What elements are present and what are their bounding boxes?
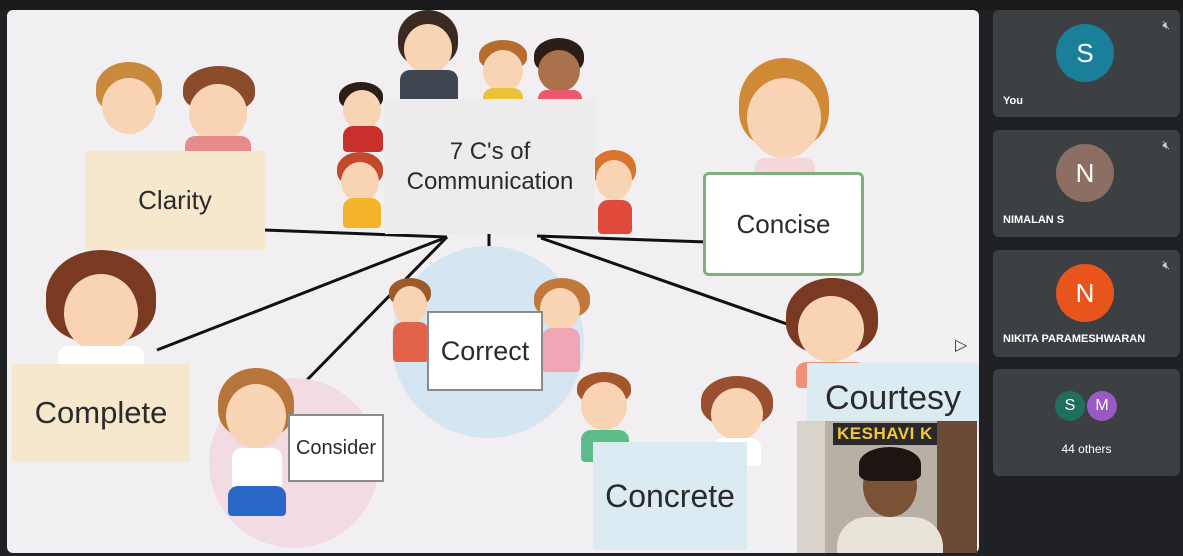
sign-complete: Complete (12, 364, 190, 462)
boy-illustration (387, 278, 437, 388)
girl-illustration (532, 38, 592, 102)
girl-illustration (212, 368, 302, 538)
sign-correct: Correct (427, 311, 543, 391)
participant-name: NIMALAN S (1003, 214, 1065, 226)
presenter-name-tag: KESHAVI K (833, 423, 937, 445)
participant-name: You (1003, 95, 1023, 107)
mic-off-icon: 🔇︎ (1162, 18, 1170, 32)
slide-title-line1: 7 C's of (449, 137, 531, 165)
sign-consider: Consider (288, 414, 384, 482)
others-tile[interactable]: S M 44 others (993, 369, 1180, 476)
presentation-slide: Clarity 7 C's of Communication (7, 10, 979, 553)
sign-concrete: Concrete (593, 442, 747, 550)
presenter-video[interactable] (797, 421, 977, 553)
avatar: M (1087, 391, 1117, 421)
girl-illustration (179, 66, 263, 156)
others-count-label: 44 others (1061, 442, 1112, 456)
sign-clarity: Clarity (85, 151, 265, 250)
boy-illustration (337, 82, 389, 152)
participant-tile-nimalan[interactable]: 🔇︎ N NIMALAN S (993, 130, 1180, 237)
girl-illustration (92, 62, 172, 152)
sign-concise: Concise (703, 172, 864, 276)
boy-illustration (477, 40, 532, 102)
participant-name: NIKITA PARAMESHWARAN (1003, 333, 1146, 345)
girl-illustration (532, 278, 594, 388)
pointer-cursor-icon: ▷ (955, 337, 968, 354)
participant-tile-you[interactable]: 🔇︎ S You (993, 10, 1180, 117)
participant-tile-nikita[interactable]: 🔇︎ N NIKITA PARAMESHWARAN (993, 250, 1180, 357)
slide-title: 7 C's of Communication (385, 99, 595, 234)
mic-off-icon: 🔇︎ (1162, 138, 1170, 152)
girl-illustration (592, 150, 642, 236)
avatar: S (1056, 24, 1114, 82)
avatar: N (1056, 144, 1114, 202)
girl-illustration (42, 250, 162, 370)
connector-lines (156, 228, 788, 382)
avatar: N (1056, 264, 1114, 322)
slide-title-line2: Communication (406, 167, 574, 195)
avatar: S (1055, 391, 1085, 421)
teacher-illustration (392, 10, 472, 102)
top-caption-strip (0, 0, 1183, 10)
girl-illustration (737, 58, 833, 186)
girl-illustration (335, 152, 387, 232)
mic-off-icon: 🔇︎ (1162, 258, 1170, 272)
